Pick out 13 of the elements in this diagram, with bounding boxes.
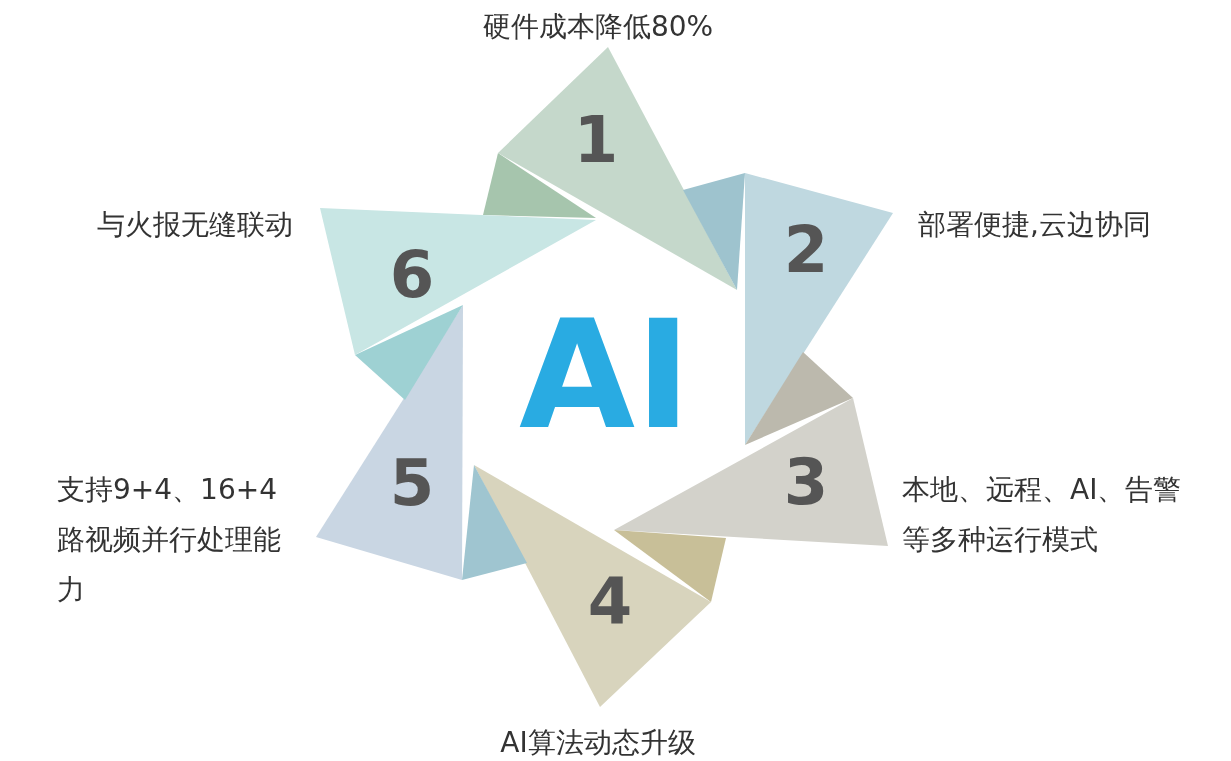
caption-text: 部署便捷,云边协同 bbox=[918, 207, 1151, 243]
caption-text: 硬件成本降低80% bbox=[482, 9, 714, 45]
step-number: 6 bbox=[389, 243, 435, 307]
caption-text: AI算法动态升级 bbox=[500, 725, 696, 761]
step-number: 3 bbox=[783, 450, 829, 514]
step-number: 5 bbox=[389, 451, 435, 515]
caption-text: 支持9+4、16+4路视频并行处理能力 bbox=[57, 472, 281, 608]
step-number: 1 bbox=[573, 108, 619, 172]
caption-text: 与火报无缝联动 bbox=[97, 207, 293, 243]
step-number: 4 bbox=[587, 570, 633, 634]
caption-text: 本地、远程、AI、告警等多种运行模式 bbox=[902, 472, 1183, 558]
step-number: 2 bbox=[783, 218, 829, 282]
center-title: AI bbox=[519, 300, 691, 450]
